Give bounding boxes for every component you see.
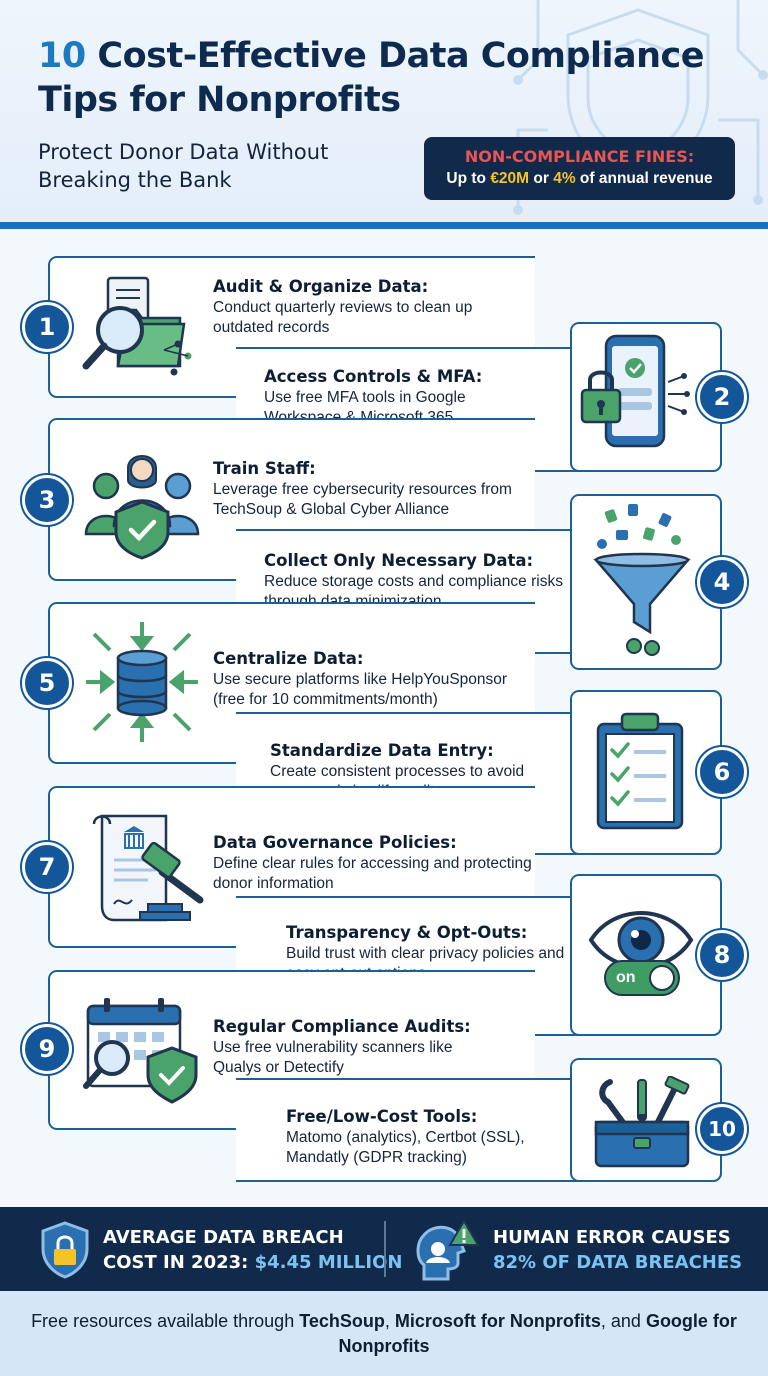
tip-title: Data Governance Policies:	[213, 833, 457, 852]
footer-link-microsoft: Microsoft for Nonprofits	[394, 1311, 601, 1331]
header: 10 Cost-Effective Data Compliance Tips f…	[0, 0, 768, 222]
tip-title: Collect Only Necessary Data:	[264, 551, 534, 570]
tip-title: Free/Low-Cost Tools:	[286, 1107, 478, 1126]
footer-text: Free resources available through	[31, 1311, 300, 1331]
opt-out-toggle[interactable]: on	[604, 960, 680, 996]
tip-badge-1: 1	[22, 302, 72, 352]
tip-text-2: Access Controls & MFA: Use free MFA tool…	[264, 366, 624, 428]
tip-badge-4: 4	[697, 557, 747, 607]
database-arrows-icon	[86, 622, 198, 742]
tip-description: Leverage free cybersecurity resources fr…	[213, 481, 512, 518]
page-subtitle: Protect Donor Data Without Breaking the …	[38, 140, 329, 192]
tip-title: Centralize Data:	[213, 649, 364, 668]
breach-cost-stat: AVERAGE DATA BREACH COST IN 2023: $4.45 …	[103, 1225, 402, 1275]
tip-title: Transparency & Opt-Outs:	[286, 923, 528, 942]
fines-title: NON-COMPLIANCE FINES:	[464, 147, 695, 166]
tip-description: Matomo (analytics), Certbot (SSL), Manda…	[286, 1129, 525, 1166]
tip-text-5: Centralize Data: Use secure platforms li…	[213, 648, 573, 710]
tip-text-7: Data Governance Policies: Define clear r…	[213, 832, 573, 894]
fines-suffix: of annual revenue	[575, 170, 713, 187]
footer-link-techsoup: TechSoup	[299, 1311, 385, 1331]
tip-badge-10: 10	[697, 1104, 747, 1154]
tip-badge-2: 2	[697, 372, 747, 422]
human-error-stat: HUMAN ERROR CAUSES 82% OF DATA BREACHES	[493, 1225, 742, 1275]
stats-bar: AVERAGE DATA BREACH COST IN 2023: $4.45 …	[0, 1207, 768, 1291]
human-error-line2: 82% OF DATA BREACHES	[493, 1252, 743, 1273]
head-warning-icon	[416, 1219, 480, 1281]
tip-title: Train Staff:	[213, 459, 316, 478]
footer: Free resources available through TechSou…	[0, 1291, 768, 1376]
calendar-magnifier-shield-icon	[83, 998, 198, 1104]
team-shield-icon	[84, 455, 200, 560]
gavel-scroll-icon	[92, 814, 204, 922]
fines-percent: 4%	[553, 170, 576, 187]
folder-magnifier-icon	[82, 276, 192, 376]
tip-description: Define clear rules for accessing and pro…	[213, 855, 532, 892]
tip-description: Use free vulnerability scanners like Qua…	[213, 1039, 453, 1076]
clipboard-checklist-icon	[596, 712, 684, 830]
toggle-knob	[649, 965, 675, 991]
title-text: Cost-Effective Data Compliance Tips for …	[38, 36, 705, 120]
phone-lock-icon	[580, 334, 690, 448]
breach-cost-line2: COST IN 2023: $4.45 MILLION	[103, 1250, 402, 1275]
tip-text-9: Regular Compliance Audits: Use free vuln…	[213, 1016, 573, 1078]
tip-description: Conduct quarterly reviews to clean up ou…	[213, 299, 473, 336]
title-number: 10	[38, 36, 86, 76]
toolbox-icon	[594, 1076, 690, 1168]
fines-callout: NON-COMPLIANCE FINES: Up to €20M or 4% o…	[424, 137, 735, 200]
footer-text: ,	[384, 1311, 395, 1331]
fines-prefix: Up to	[446, 170, 491, 187]
tip-badge-6: 6	[697, 747, 747, 797]
tip-title: Access Controls & MFA:	[264, 367, 483, 386]
page-title: 10 Cost-Effective Data Compliance Tips f…	[38, 34, 738, 122]
tip-text-1: Audit & Organize Data: Conduct quarterly…	[213, 276, 573, 338]
funnel-icon	[593, 504, 691, 656]
tip-badge-7: 7	[22, 842, 72, 892]
tip-badge-5: 5	[22, 658, 72, 708]
footer-text: , and	[600, 1311, 646, 1331]
fines-middle: or	[529, 170, 554, 187]
footer-link-google: Google for Nonprofits	[338, 1311, 737, 1356]
toggle-label: on	[616, 969, 636, 986]
stats-divider	[384, 1221, 386, 1277]
tip-text-3: Train Staff: Leverage free cybersecurity…	[213, 458, 573, 520]
fines-amount: €20M	[490, 170, 530, 187]
header-divider	[0, 222, 768, 229]
tip-badge-9: 9	[22, 1024, 72, 1074]
tip-title: Audit & Organize Data:	[213, 277, 429, 296]
fines-detail: Up to €20M or 4% of annual revenue	[424, 168, 735, 190]
tip-title: Standardize Data Entry:	[270, 741, 494, 760]
tip-title: Regular Compliance Audits:	[213, 1017, 471, 1036]
tip-description: Use secure platforms like HelpYouSponsor…	[213, 671, 508, 708]
shield-lock-icon	[41, 1221, 89, 1279]
breach-cost-line1: AVERAGE DATA BREACH	[103, 1227, 344, 1248]
human-error-line1: HUMAN ERROR CAUSES	[493, 1227, 731, 1248]
tip-text-10: Free/Low-Cost Tools: Matomo (analytics),…	[286, 1106, 646, 1168]
tip-badge-8: 8	[697, 930, 747, 980]
breach-cost-value: $4.45 MILLION	[254, 1252, 403, 1273]
breach-cost-prefix: COST IN 2023:	[103, 1252, 255, 1273]
tip-badge-3: 3	[22, 475, 72, 525]
